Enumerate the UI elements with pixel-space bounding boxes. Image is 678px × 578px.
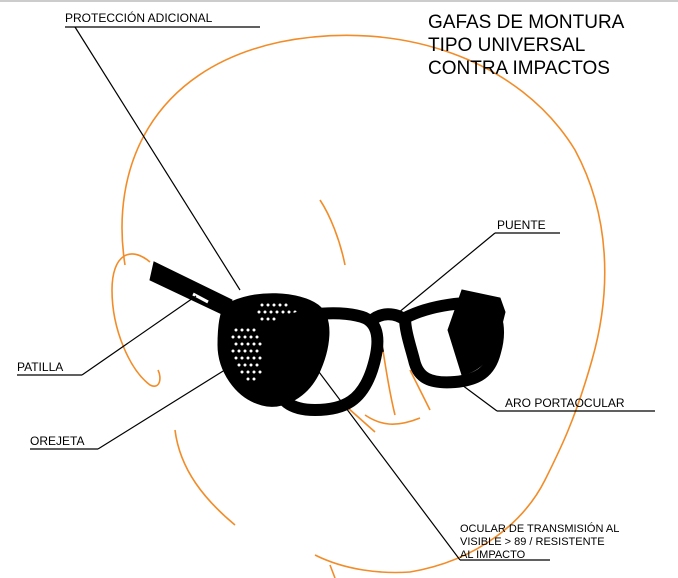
chin	[314, 554, 411, 574]
left-lens-frame	[268, 307, 384, 416]
leader-proteccion-diag	[74, 26, 241, 291]
right-side-shield	[447, 289, 506, 376]
label-puente: PUENTE	[497, 218, 546, 232]
shield-perforations	[231, 303, 297, 381]
nose-wing	[347, 407, 376, 433]
label-ocular-line-2: VISIBLE > 89 / RESISTENTE	[460, 536, 605, 548]
head-contour	[121, 34, 606, 573]
nose-pad-left	[376, 329, 384, 353]
label-proteccion-adicional: PROTECCIÓN ADICIONAL	[65, 10, 213, 25]
label-ocular-line-3: AL IMPACTO	[460, 549, 526, 561]
leader-patilla-diag	[81, 295, 197, 376]
title-line-2: TIPO UNIVERSAL	[428, 35, 585, 56]
cheek-line	[409, 369, 431, 411]
label-ocular-line-1: OCULAR DE TRANSMISIÓN AL	[460, 522, 619, 535]
leader-ocular-diag	[315, 367, 461, 561]
leader-aro-diag	[461, 384, 498, 412]
label-orejeta: OREJETA	[30, 434, 84, 448]
title-line-3: CONTRA IMPACTOS	[428, 58, 610, 79]
temple-slot	[192, 292, 209, 304]
forehead-cross	[319, 199, 346, 266]
ear	[111, 253, 161, 387]
title-line-1: GAFAS DE MONTURA	[428, 12, 625, 33]
temple-arm	[149, 261, 233, 317]
leader-lines	[17, 26, 655, 561]
head-outline	[111, 34, 606, 578]
label-aro-portaocular: ARO PORTAOCULAR	[505, 396, 625, 410]
leader-orejeta-diag	[97, 367, 229, 450]
chin-mark	[329, 564, 336, 578]
safety-glasses	[149, 261, 506, 416]
neck-left	[174, 429, 236, 526]
label-patilla: PATILLA	[17, 360, 63, 374]
nose-bottom	[364, 414, 421, 425]
leader-puente-diag	[391, 232, 496, 319]
nose-pad-right	[403, 329, 412, 353]
